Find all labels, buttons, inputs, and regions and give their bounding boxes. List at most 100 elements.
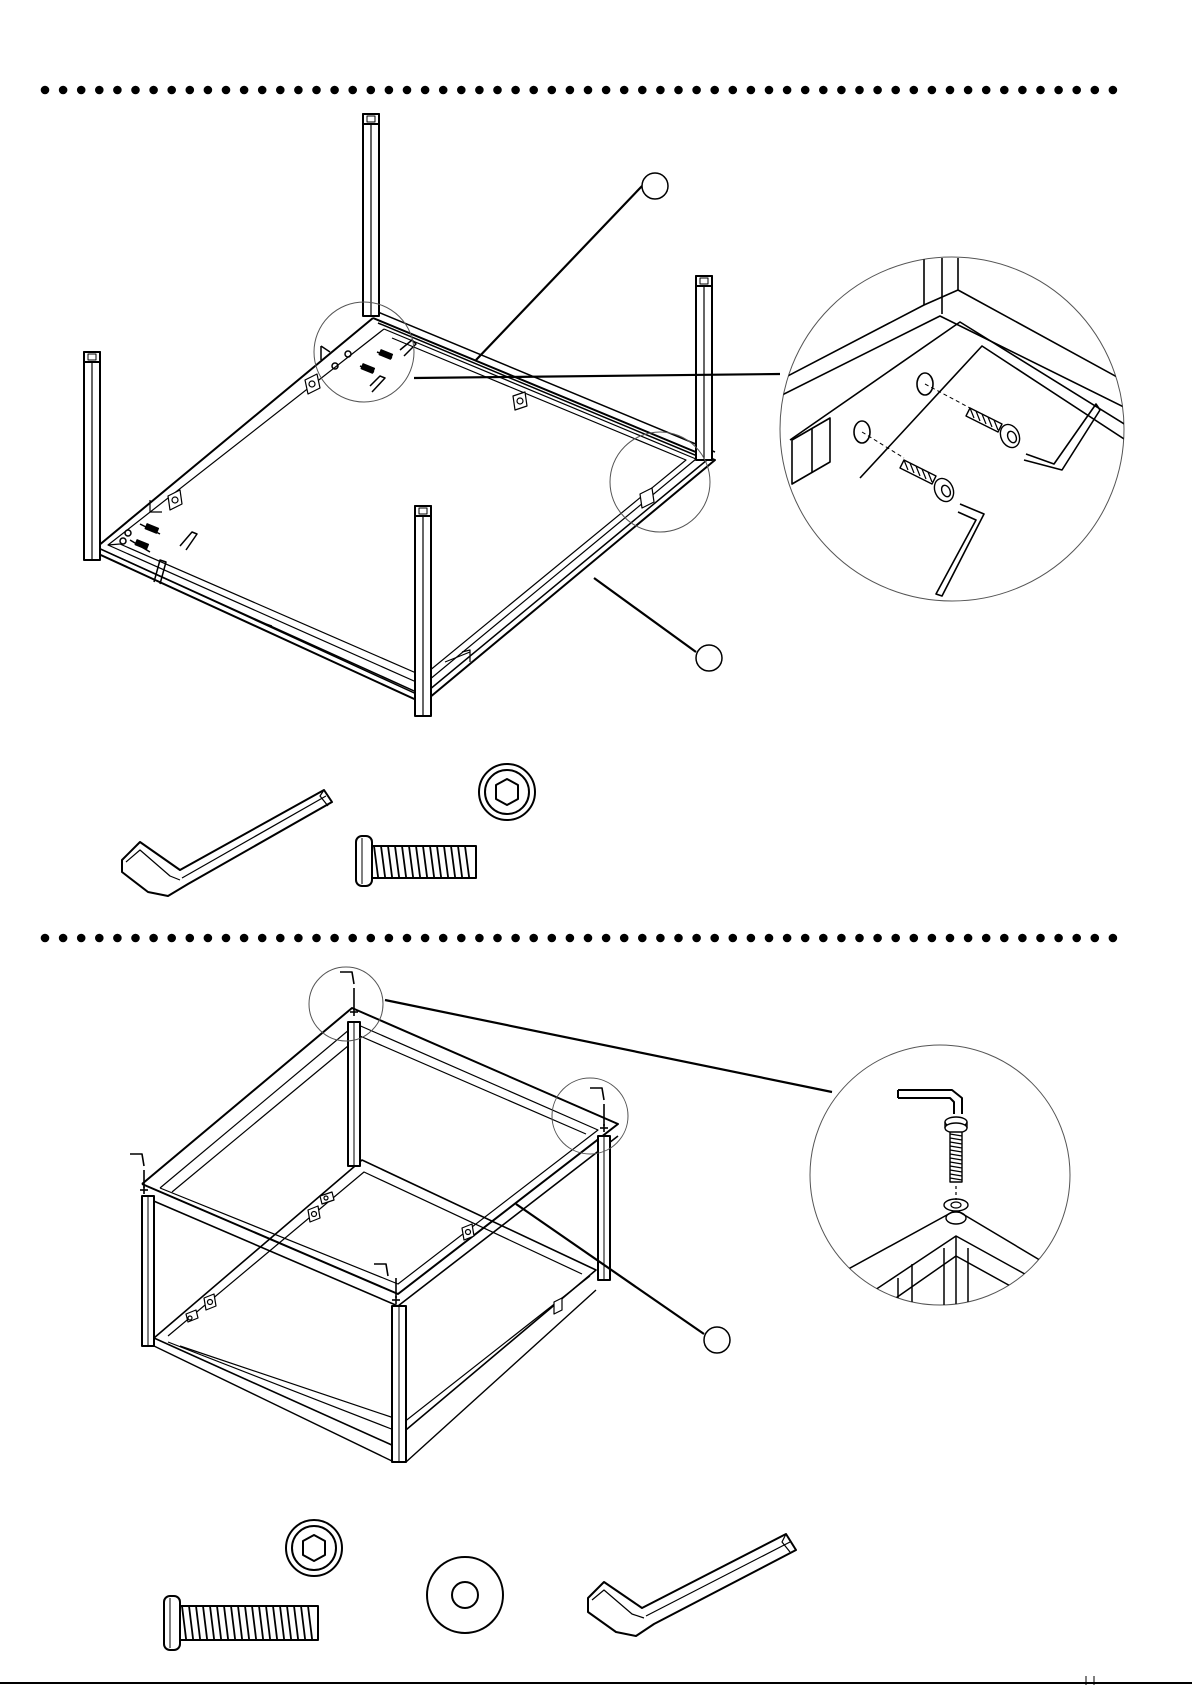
- separator-dot: [729, 86, 738, 95]
- separator-dot: [457, 86, 466, 95]
- separator-dot: [566, 86, 575, 95]
- separator-dot: [602, 934, 611, 943]
- separator-dot: [946, 934, 955, 943]
- separator-dot: [204, 86, 213, 95]
- separator-dot: [330, 934, 339, 943]
- separator-dot: [312, 86, 321, 95]
- separator-dot: [584, 86, 593, 95]
- separator-dot: [783, 934, 792, 943]
- separator-dot: [131, 934, 140, 943]
- separator-dot: [674, 86, 683, 95]
- separator-dot: [873, 934, 882, 943]
- separator-dot: [186, 86, 195, 95]
- separator-dot: [77, 934, 86, 943]
- separator-dot: [837, 934, 846, 943]
- hex-key-a: [122, 790, 332, 896]
- separator-dot: [511, 86, 520, 95]
- screw-b-left: [130, 1154, 148, 1194]
- separator-dot: [348, 934, 357, 943]
- legs-b: [142, 1022, 610, 1462]
- separator-middle: [41, 934, 1118, 943]
- separator-dot: [873, 86, 882, 95]
- leg-front: [415, 506, 431, 716]
- separator-dot: [529, 86, 538, 95]
- separator-dot: [41, 86, 50, 95]
- separator-dot: [964, 934, 973, 943]
- separator-dot: [783, 86, 792, 95]
- separator-dot: [475, 934, 484, 943]
- bolt-a: [356, 836, 476, 886]
- zoom-connector-a: [414, 374, 780, 378]
- screws-top-b: [130, 972, 608, 1304]
- zoom-detail-b: [810, 1045, 1090, 1330]
- separator-dot: [1000, 86, 1009, 95]
- callout-line-a2: [594, 578, 696, 652]
- frame-a: [92, 310, 715, 703]
- separator-dot: [493, 934, 502, 943]
- separator-dot: [855, 86, 864, 95]
- separator-dot: [548, 86, 557, 95]
- separator-dot: [385, 934, 394, 943]
- washer-b: [427, 1557, 503, 1633]
- frame-b-bottom: [154, 1160, 596, 1446]
- separator-dot: [511, 934, 520, 943]
- separator-dot: [1091, 86, 1100, 95]
- separator-dot: [385, 86, 394, 95]
- separator-dot: [584, 934, 593, 943]
- callout-bubble-a2: [696, 645, 722, 671]
- separator-dot: [602, 86, 611, 95]
- separator-dot: [638, 86, 647, 95]
- separator-dot: [204, 934, 213, 943]
- separator-dot: [855, 934, 864, 943]
- separator-dot: [240, 86, 249, 95]
- separator-dot: [294, 86, 303, 95]
- separator-dot: [367, 86, 376, 95]
- separator-dot: [819, 86, 828, 95]
- separator-dot: [910, 86, 919, 95]
- separator-dot: [1036, 86, 1045, 95]
- separator-dot: [1091, 934, 1100, 943]
- separator-dot: [149, 934, 158, 943]
- separator-dot: [95, 86, 104, 95]
- separator-dot: [656, 86, 665, 95]
- step-a: [84, 114, 1150, 896]
- separator-dot: [258, 934, 267, 943]
- separator-dot: [403, 86, 412, 95]
- separator-dot: [457, 934, 466, 943]
- bolt-head-a: [479, 764, 535, 820]
- separator-dot: [1018, 86, 1027, 95]
- separator-dot: [367, 934, 376, 943]
- separator-dot: [59, 86, 68, 95]
- separator-dot: [95, 934, 104, 943]
- separator-dot: [149, 86, 158, 95]
- separator-dot: [674, 934, 683, 943]
- zoom-marker-b-back: [309, 967, 383, 1041]
- callout-bubble-b1: [704, 1327, 730, 1353]
- separator-dot: [910, 934, 919, 943]
- screw-b-right: [590, 1088, 608, 1132]
- separator-dot: [439, 86, 448, 95]
- separator-dot: [77, 86, 86, 95]
- separator-dot: [1000, 934, 1009, 943]
- separator-dot: [421, 934, 430, 943]
- separator-dot: [1054, 86, 1063, 95]
- separator-dot: [403, 934, 412, 943]
- separator-dot: [348, 86, 357, 95]
- separator-dot: [710, 86, 719, 95]
- separator-dot: [656, 934, 665, 943]
- leg-left: [84, 352, 100, 560]
- separator-dot: [1036, 934, 1045, 943]
- separator-dot: [747, 934, 756, 943]
- separator-dot: [167, 86, 176, 95]
- separator-dot: [59, 934, 68, 943]
- separator-dot: [946, 86, 955, 95]
- zoom-marker-b-right: [552, 1078, 628, 1154]
- separator-dot: [493, 86, 502, 95]
- separator-dot: [692, 86, 701, 95]
- separator-dot: [837, 86, 846, 95]
- separator-dot: [801, 86, 810, 95]
- separator-dot: [276, 86, 285, 95]
- separator-dot: [620, 934, 629, 943]
- leg-back: [363, 114, 379, 316]
